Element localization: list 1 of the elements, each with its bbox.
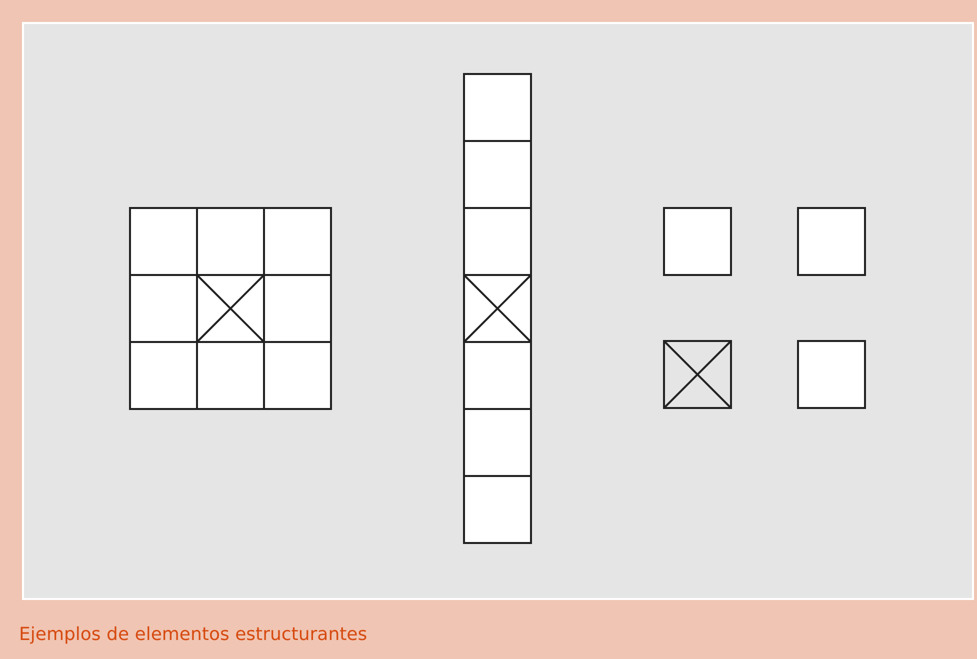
caption: Ejemplos de elementos estructurantes (19, 624, 368, 645)
